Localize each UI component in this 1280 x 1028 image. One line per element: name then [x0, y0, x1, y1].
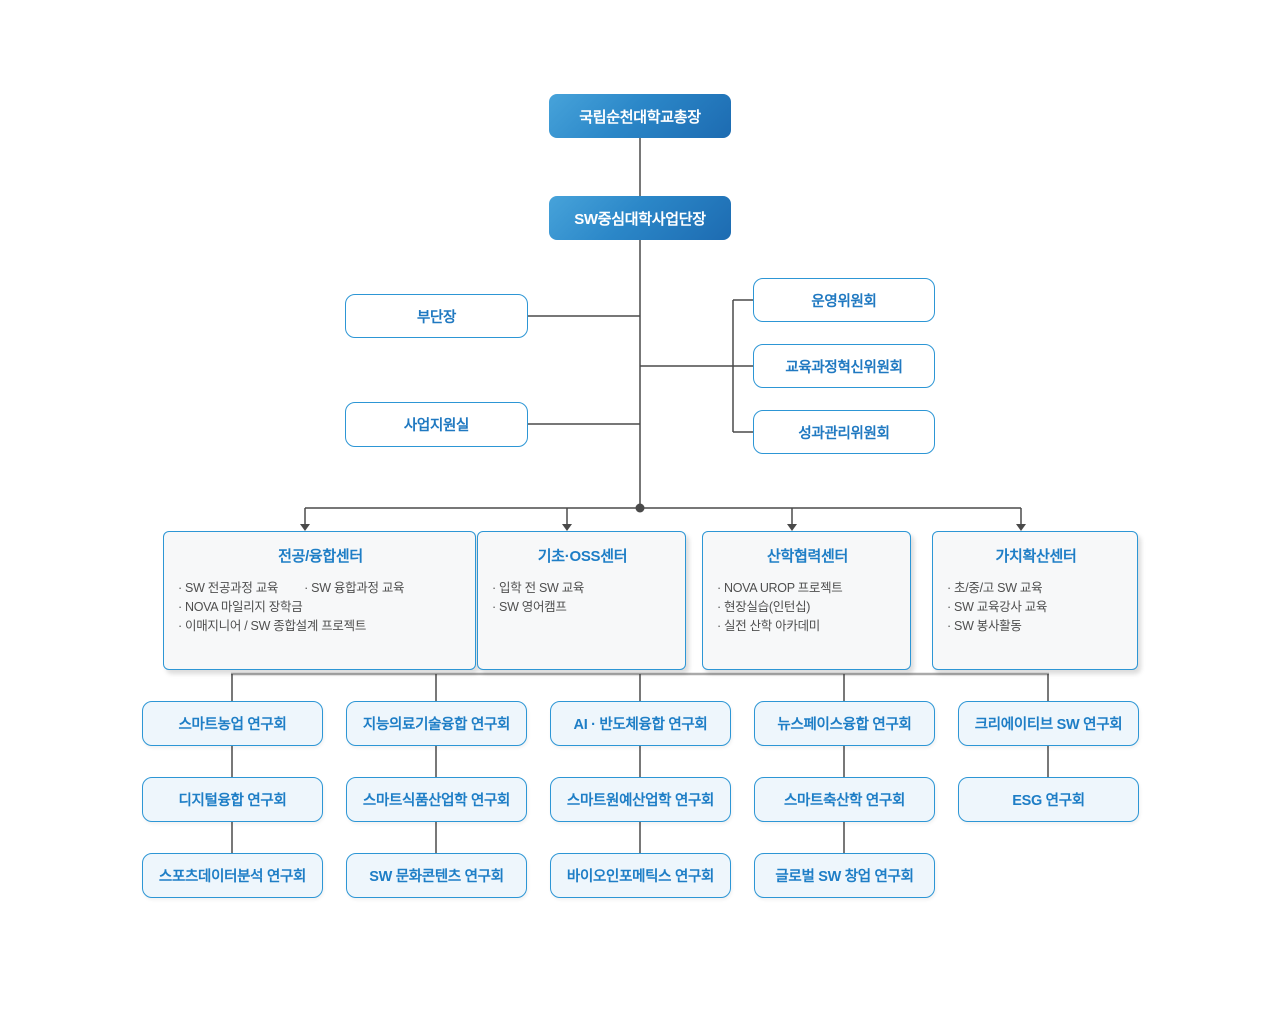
center-title: 기초·OSS센터: [537, 548, 628, 565]
research-smart-horticulture: 스마트원예산업학 연구회: [550, 777, 731, 822]
center-major-convergence: 전공/융합센터 · SW 전공과정 교육 · SW 융합과정 교육 · NOVA…: [163, 531, 476, 670]
research-digital-convergence: 디지털융합 연구회: [142, 777, 323, 822]
center-item-list: · 입학 전 SW 교육 · SW 영어캠프: [492, 579, 673, 617]
node-steering-committee: 운영위원회: [753, 278, 935, 322]
node-support-office: 사업지원실: [345, 402, 528, 447]
research-smart-agriculture: 스마트농업 연구회: [142, 701, 323, 746]
center-item: · 이매지니어 / SW 종합설계 프로젝트: [178, 618, 367, 633]
center-item: · NOVA 마일리지 장학금: [178, 599, 303, 614]
node-curriculum-committee: 교육과정혁신위원회: [753, 344, 935, 388]
research-ai-semiconductor: AI · 반도체융합 연구회: [550, 701, 731, 746]
research-sw-culture-contents: SW 문화콘텐츠 연구회: [346, 853, 527, 898]
research-new-space-convergence: 뉴스페이스융합 연구회: [754, 701, 935, 746]
research-smart-food-industry: 스마트식품산업학 연구회: [346, 777, 527, 822]
center-item: · 입학 전 SW 교육: [492, 581, 585, 595]
node-performance-committee: 성과관리위원회: [753, 410, 935, 454]
center-value-diffusion: 가치확산센터 · 초/중/고 SW 교육 · SW 교육강사 교육 · SW 봉…: [932, 531, 1138, 670]
center-item-list: · 초/중/고 SW 교육 · SW 교육강사 교육 · SW 봉사활동: [947, 579, 1125, 635]
center-title: 산학협력센터: [766, 548, 848, 565]
node-president: 국립순천대학교총장: [549, 94, 731, 138]
center-item-list: · SW 전공과정 교육 · SW 융합과정 교육 · NOVA 마일리지 장학…: [178, 579, 463, 635]
center-item: · SW 교육강사 교육: [947, 599, 1048, 614]
center-basic-oss: 기초·OSS센터 · 입학 전 SW 교육 · SW 영어캠프: [477, 531, 686, 670]
research-intelligent-medical-tech: 지능의료기술융합 연구회: [346, 701, 527, 746]
research-esg: ESG 연구회: [958, 777, 1139, 822]
research-creative-sw: 크리에이티브 SW 연구회: [958, 701, 1139, 746]
center-item: · SW 봉사활동: [947, 618, 1022, 633]
research-sports-data-analysis: 스포츠데이터분석 연구회: [142, 853, 323, 898]
center-item: · SW 융합과정 교육: [304, 581, 405, 595]
node-sw-director: SW중심대학사업단장: [549, 196, 731, 240]
center-title: 가치확산센터: [995, 548, 1077, 565]
center-item: · 실전 산학 아카데미: [717, 618, 820, 633]
center-item: · SW 전공과정 교육: [178, 581, 279, 595]
center-item: · 초/중/고 SW 교육: [947, 581, 1043, 595]
center-industry-cooperation: 산학협력센터 · NOVA UROP 프로젝트 · 현장실습(인턴십) · 실전…: [702, 531, 911, 670]
research-bioinformatics: 바이오인포메틱스 연구회: [550, 853, 731, 898]
center-item: · SW 영어캠프: [492, 599, 567, 614]
center-item-list: · NOVA UROP 프로젝트 · 현장실습(인턴십) · 실전 산학 아카데…: [717, 579, 898, 635]
research-global-sw-startup: 글로벌 SW 창업 연구회: [754, 853, 935, 898]
node-vice-director: 부단장: [345, 294, 528, 338]
center-item: · 현장실습(인턴십): [717, 599, 811, 614]
center-item: · NOVA UROP 프로젝트: [717, 581, 843, 595]
research-smart-livestock: 스마트축산학 연구회: [754, 777, 935, 822]
center-title: 전공/융합센터: [278, 548, 363, 565]
